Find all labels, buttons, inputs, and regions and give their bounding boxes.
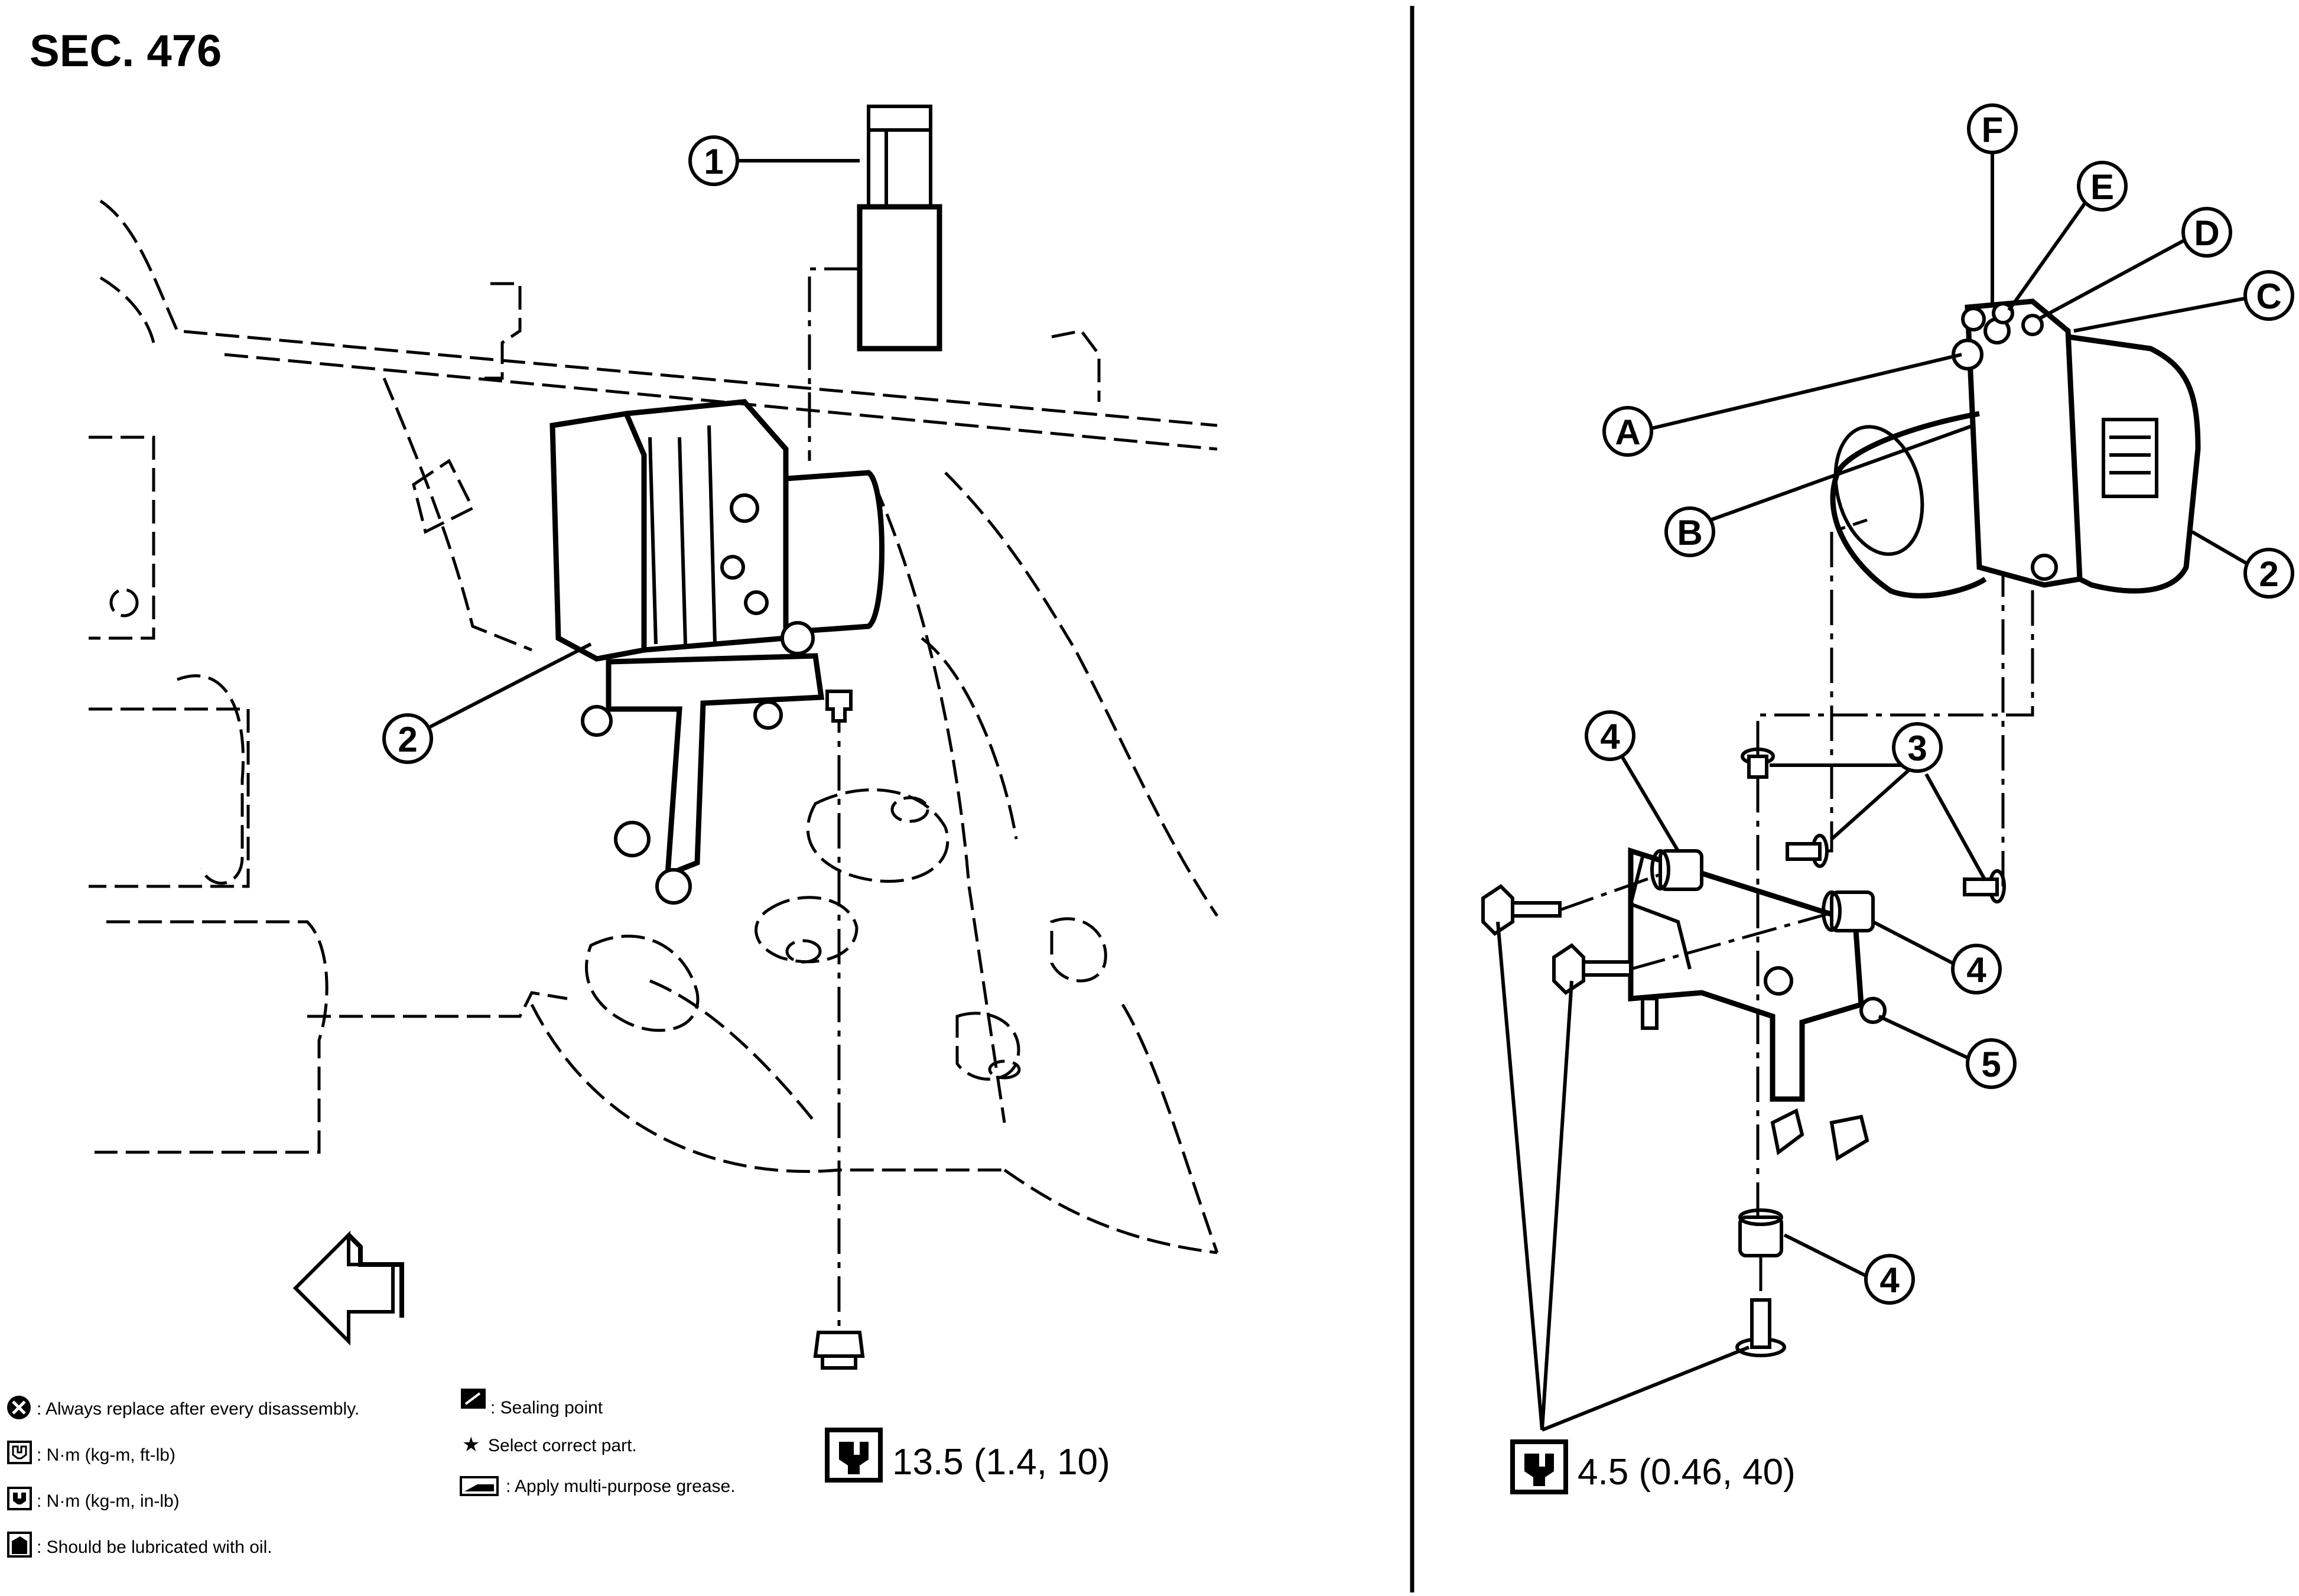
torque-leaders-right xyxy=(1496,921,1750,1432)
leader-4-bottom xyxy=(1783,1233,1868,1278)
legend-select: Select correct part. xyxy=(488,1436,637,1455)
legend: : Always replace after every disassembly… xyxy=(7,1389,736,1558)
legend-replace: : Always replace after every disassembly… xyxy=(37,1399,359,1419)
svg-text:1: 1 xyxy=(704,142,723,181)
left-flange-nut xyxy=(813,690,865,1370)
svg-text:4: 4 xyxy=(1879,1260,1900,1300)
vehicle-body-outline xyxy=(89,199,1219,1254)
legend-nm-ft: : N·m (kg-m, ft-lb) xyxy=(37,1445,175,1465)
svg-text:F: F xyxy=(1982,110,2004,149)
sealing-icon xyxy=(461,1389,486,1409)
svg-text:E: E xyxy=(2090,167,2114,207)
bolt-middle xyxy=(1552,943,1633,995)
svg-text:5: 5 xyxy=(1981,1045,2001,1084)
svg-text:D: D xyxy=(2194,213,2219,253)
grease-icon xyxy=(460,1476,499,1496)
callout-B: B xyxy=(1664,506,1715,557)
svg-text:2: 2 xyxy=(398,720,417,759)
callout-C: C xyxy=(2243,270,2294,321)
callout-4-bottom: 4 xyxy=(1864,1254,1915,1305)
grommet-upper-right xyxy=(1822,890,1875,932)
part-2-actuator-left xyxy=(549,399,885,905)
leader-4-right xyxy=(1872,920,1954,965)
front-arrow-shadow xyxy=(347,1233,404,1318)
front-arrow-icon xyxy=(292,1230,395,1346)
callout-4-right: 4 xyxy=(1951,944,2002,994)
svg-text:A: A xyxy=(1615,412,1640,452)
legend-nm-in: : N·m (kg-m, in-lb) xyxy=(37,1491,180,1511)
svg-text:3: 3 xyxy=(1907,729,1927,768)
leader-2-left xyxy=(429,642,592,729)
wrench-icon-right xyxy=(1510,1439,1568,1494)
svg-text:B: B xyxy=(1677,513,1702,552)
part-1-cover xyxy=(857,105,942,352)
leader-E xyxy=(2007,197,2090,311)
legend-grease: : Apply multi-purpose grease. xyxy=(506,1477,736,1496)
part-5-bracket xyxy=(1628,847,1887,1161)
legend-sealing: : Sealing point xyxy=(490,1398,603,1418)
callout-D: D xyxy=(2181,207,2232,258)
torque-in-icon xyxy=(7,1487,32,1510)
collar-middle xyxy=(1786,834,1829,868)
callout-F: F xyxy=(1967,103,2018,154)
leader-B xyxy=(1709,424,1975,522)
part-2-actuator-right xyxy=(1830,298,2201,599)
grommet-upper-left xyxy=(1650,849,1703,891)
callout-4-top: 4 xyxy=(1585,710,1635,761)
svg-text:C: C xyxy=(2256,277,2281,316)
right-guide-lines xyxy=(1559,518,2034,1300)
callout-2-left: 2 xyxy=(382,713,433,764)
callout-A: A xyxy=(1602,406,1653,457)
leader-2-right xyxy=(2191,530,2249,566)
svg-text:4: 4 xyxy=(1966,950,1986,990)
leader-4-top xyxy=(1620,755,1680,852)
leader-5 xyxy=(1878,1015,1969,1059)
callout-1: 1 xyxy=(688,135,739,186)
bolt-upper xyxy=(1481,884,1562,936)
callout-E: E xyxy=(2077,161,2128,212)
part-1-guide-line xyxy=(808,267,860,461)
torque-value-right: 4.5 (0.46, 40) xyxy=(1578,1452,1796,1493)
leader-A xyxy=(1651,353,1962,430)
replace-icon xyxy=(7,1396,31,1419)
legend-oil: : Should be lubricated with oil. xyxy=(37,1538,272,1557)
oil-can-icon xyxy=(7,1532,32,1558)
leader-D xyxy=(2037,238,2187,321)
callout-2-right: 2 xyxy=(2243,548,2294,599)
callout-5: 5 xyxy=(1966,1038,2017,1089)
wrench-icon-left xyxy=(825,1428,883,1483)
grommet-lower xyxy=(1738,1208,1783,1257)
section-title: SEC. 476 xyxy=(30,26,222,76)
torque-ft-icon xyxy=(7,1441,32,1464)
svg-text:4: 4 xyxy=(1600,717,1620,756)
callout-3: 3 xyxy=(1892,722,1943,773)
leader-3 xyxy=(1770,763,1987,882)
bolt-lower xyxy=(1735,1298,1786,1357)
torque-value-left: 13.5 (1.4, 10) xyxy=(892,1442,1110,1483)
svg-text:2: 2 xyxy=(2259,554,2278,594)
star-icon: ★ xyxy=(462,1434,480,1456)
leader-C xyxy=(2073,297,2246,333)
